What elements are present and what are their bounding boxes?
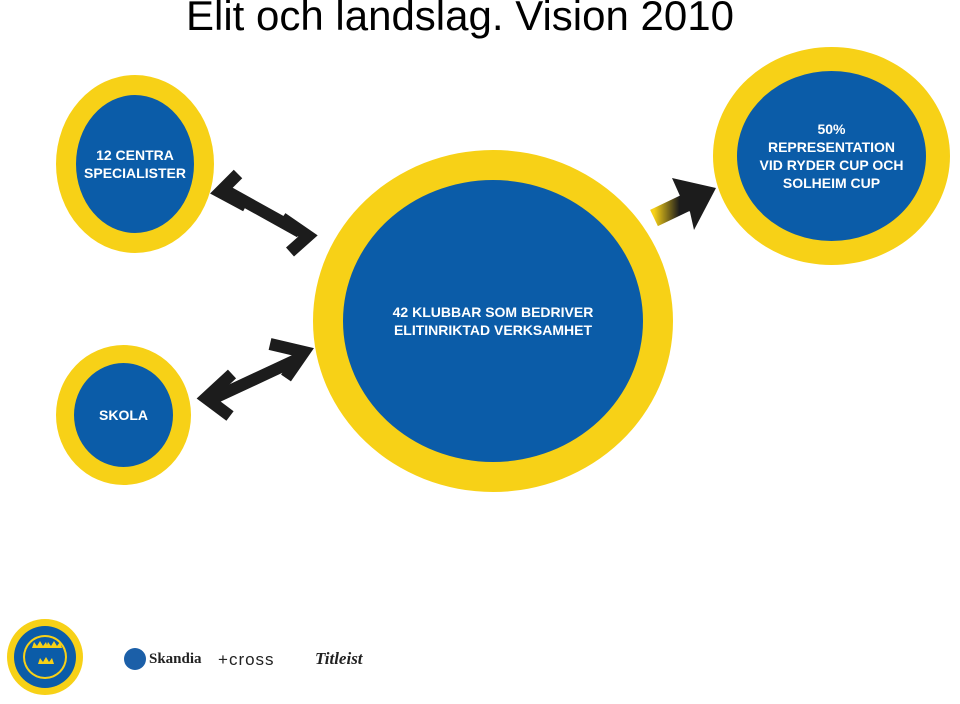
circle-label: 42 KLUBBAR SOM BEDRIVER ELITINRIKTAD VER… [392,304,594,338]
circle-label: SKOLA [99,407,148,423]
circle-skola: SKOLA [56,345,191,485]
swedish-golfteam-seal-icon [7,619,83,695]
arrow-klubbar-ryder [650,178,716,230]
cross-label: cross [228,650,275,669]
circle-12-centra: 12 CENTRA SPECIALISTER [56,75,214,253]
skandia-mark-icon [124,648,146,670]
double-arrow-skola-klubbar [196,338,314,421]
double-arrow-centra-klubbar [210,169,318,257]
cross-plus-icon: + [218,650,229,669]
skandia-logo: Skandia [124,648,202,670]
titleist-logo: Titleist [315,649,363,668]
cross-logo: +cross [218,650,275,670]
circle-label: 12 CENTRA SPECIALISTER [84,147,186,181]
circle-ryder-cup: 50% REPRESENTATION VID RYDER CUP OCH SOL… [713,47,950,265]
skandia-label: Skandia [149,650,202,667]
page-title: Elit och landslag. Vision 2010 [186,0,734,39]
footer: Skandia +cross Titleist [0,610,960,704]
circle-42-klubbar: 42 KLUBBAR SOM BEDRIVER ELITINRIKTAD VER… [313,150,673,492]
circle-label: 50% REPRESENTATION VID RYDER CUP OCH SOL… [759,121,904,191]
